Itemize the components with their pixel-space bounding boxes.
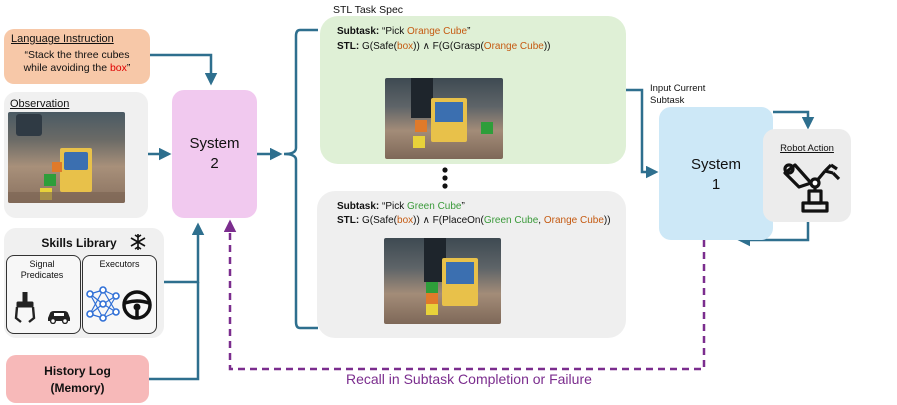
system1-box: System 1 bbox=[659, 107, 773, 240]
observation-image bbox=[8, 112, 125, 203]
spec2-stl-part1: G(Safe( bbox=[359, 215, 398, 226]
spec2-stl-part3: )) bbox=[603, 215, 611, 226]
language-instruction-box: Language Instruction “Stack the three cu… bbox=[4, 29, 150, 84]
spec1-stl-part3: )) bbox=[543, 41, 551, 52]
history-log-subtitle: (Memory) bbox=[50, 381, 105, 395]
executors-panel: Executors bbox=[82, 255, 157, 334]
skills-library-box: Skills Library Signal Predicates Executo… bbox=[4, 228, 164, 338]
instruction-highlight-box: box bbox=[109, 62, 127, 74]
spec1-subtask-object: Orange Cube bbox=[407, 26, 468, 37]
spec1-stl-line: STL: G(Safe(box)) ∧ F(G(Grasp(Orange Cub… bbox=[337, 41, 551, 52]
spec1-stl-label: STL: bbox=[337, 41, 360, 52]
spec1-subtask-prefix: “Pick bbox=[379, 26, 408, 37]
system2-label: System 2 bbox=[172, 134, 257, 174]
spec2-stl-label: STL: bbox=[337, 215, 360, 226]
spec2-stl-part2: )) ∧ F(PlaceOn( bbox=[413, 215, 484, 226]
spec1-stl-part2: )) ∧ F(G(Grasp( bbox=[413, 41, 484, 52]
spec2-subtask-label: Subtask: bbox=[337, 201, 380, 212]
system1-line2: 1 bbox=[711, 176, 721, 193]
spec-bracket bbox=[283, 28, 318, 330]
gripper-icon bbox=[14, 292, 36, 323]
robot-action-title: Robot Action bbox=[780, 143, 834, 154]
system1-label: System 1 bbox=[659, 155, 773, 195]
language-instruction-text: “Stack the three cubes while avoiding th… bbox=[4, 49, 150, 75]
spec1-image bbox=[385, 78, 503, 159]
executors-title: Executors bbox=[99, 259, 140, 269]
snowflake-icon bbox=[130, 234, 146, 250]
steering-wheel-icon bbox=[122, 290, 152, 320]
spec2-subtask-prefix: “Pick bbox=[379, 201, 408, 212]
instruction-line2: while avoiding the box” bbox=[4, 62, 150, 75]
car-icon bbox=[48, 311, 70, 324]
observation-title: Observation bbox=[10, 98, 70, 110]
recall-label: Recall in Subtask Completion or Failure bbox=[346, 371, 592, 387]
spec2-subtask-object: Green Cube bbox=[407, 201, 462, 212]
history-log-title: History Log bbox=[44, 364, 111, 378]
instruction-line2-suffix: ” bbox=[126, 62, 131, 74]
arrow-system1-to-robot-action bbox=[773, 110, 815, 130]
spec2-stl-line: STL: G(Safe(box)) ∧ F(PlaceOn(Green Cube… bbox=[337, 215, 611, 226]
neural-network-icon bbox=[86, 286, 120, 322]
spec1-stl-box: box bbox=[397, 41, 414, 52]
robot-arm-icon bbox=[783, 163, 841, 213]
instruction-line1: “Stack the three cubes bbox=[24, 49, 130, 61]
spec2-image bbox=[384, 238, 501, 324]
system2-box: System 2 bbox=[172, 90, 257, 218]
observation-box: Observation bbox=[4, 92, 148, 218]
spec2-subtask-suffix: ” bbox=[461, 201, 465, 212]
language-instruction-title: Language Instruction bbox=[11, 33, 114, 45]
spec1-stl-part1: G(Safe( bbox=[359, 41, 398, 52]
signal-predicates-title: Signal Predicates bbox=[20, 259, 64, 280]
stl-task-spec-header: STL Task Spec bbox=[333, 4, 404, 16]
system2-line2: 2 bbox=[210, 155, 219, 172]
arrow-language-to-system2 bbox=[150, 53, 218, 86]
more-subtasks-ellipsis-icon bbox=[442, 167, 448, 189]
spec2-stl-box: box bbox=[397, 215, 414, 226]
spec1-subtask-line: Subtask: “Pick Orange Cube” bbox=[337, 26, 470, 37]
history-log-box: History Log (Memory) bbox=[6, 355, 149, 403]
arrow-skills-to-system2 bbox=[163, 222, 205, 284]
instruction-line2-prefix: while avoiding the bbox=[23, 62, 110, 74]
spec-panel-green: Subtask: “Pick Green Cube” STL: G(Safe(b… bbox=[317, 191, 626, 338]
input-label-line2: Subtask bbox=[650, 95, 685, 106]
spec2-subtask-line: Subtask: “Pick Green Cube” bbox=[337, 201, 465, 212]
input-label-line1: Input Current bbox=[650, 83, 706, 94]
spec2-stl-object1: Green Cube bbox=[483, 215, 539, 226]
spec2-stl-object2: Orange Cube bbox=[543, 215, 604, 226]
spec-panel-orange: Subtask: “Pick Orange Cube” STL: G(Safe(… bbox=[320, 16, 626, 164]
spec1-subtask-label: Subtask: bbox=[337, 26, 380, 37]
skills-library-title: Skills Library bbox=[41, 236, 117, 250]
signal-predicates-panel: Signal Predicates bbox=[6, 255, 81, 334]
robot-action-box: Robot Action bbox=[763, 129, 851, 222]
spec1-stl-object: Orange Cube bbox=[483, 41, 544, 52]
spec1-subtask-suffix: ” bbox=[467, 26, 471, 37]
system2-line1: System bbox=[189, 135, 240, 152]
spec2-stl-separator: , bbox=[538, 215, 544, 226]
system1-line1: System bbox=[690, 156, 741, 173]
input-current-subtask-label: Input Current Subtask bbox=[650, 83, 705, 107]
